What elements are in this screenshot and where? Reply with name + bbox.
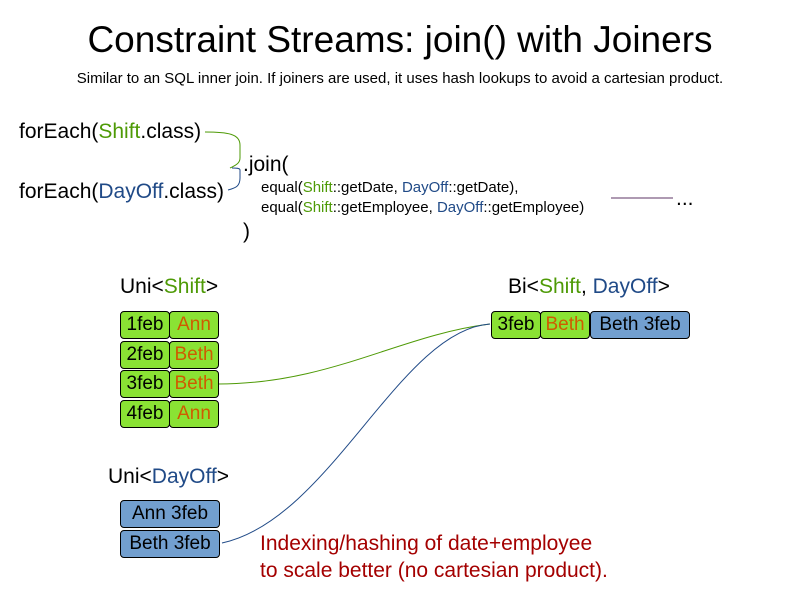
code-foreach-dayoff: forEach(DayOff.class) (19, 180, 225, 203)
indexing-note-line2: to scale better (no cartesian product). (260, 559, 608, 582)
shift-row-2-employee: Beth (169, 341, 219, 369)
indexing-note: Indexing/hashing of date+employee to sca… (260, 530, 608, 584)
code-joiner-employee: equal(Shift::getEmployee, DayOff::getEmp… (261, 199, 585, 216)
dayoff-row-2: Beth 3feb (120, 530, 220, 558)
bi-label: Bi<Shift, DayOff> (508, 275, 670, 298)
join-line-shift (217, 323, 491, 385)
code-join-close: ) (243, 220, 250, 243)
brace-connector-shift (204, 131, 241, 169)
indexing-note-line1: Indexing/hashing of date+employee (260, 532, 593, 555)
bi-row-dayoff: Beth 3feb (590, 311, 690, 339)
code-join-open: .join( (243, 153, 289, 176)
shift-row-1-date: 1feb (120, 311, 170, 339)
bi-row-employee: Beth (540, 311, 590, 339)
shift-row-4-date: 4feb (120, 400, 170, 428)
shift-row-4-employee: Ann (169, 400, 219, 428)
page-subtitle: Similar to an SQL inner join. If joiners… (76, 70, 724, 87)
dayoff-row-1: Ann 3feb (120, 500, 220, 528)
shift-row-1-employee: Ann (169, 311, 219, 339)
brace-connector-dayoff (227, 167, 241, 191)
join-line-dayoff (221, 323, 491, 544)
uni-dayoff-label: Uni<DayOff> (108, 465, 230, 488)
code-foreach-shift: forEach(Shift.class) (19, 120, 202, 143)
shift-row-3-employee: Beth (169, 370, 219, 398)
code-ellipsis: ... (676, 187, 694, 210)
shift-row-3-date: 3feb (120, 370, 170, 398)
page-title: Constraint Streams: join() with Joiners (87, 19, 713, 60)
shift-row-2-date: 2feb (120, 341, 170, 369)
uni-shift-label: Uni<Shift> (120, 275, 219, 298)
code-joiner-date: equal(Shift::getDate, DayOff::getDate), (261, 179, 519, 196)
bi-row-date: 3feb (491, 311, 541, 339)
